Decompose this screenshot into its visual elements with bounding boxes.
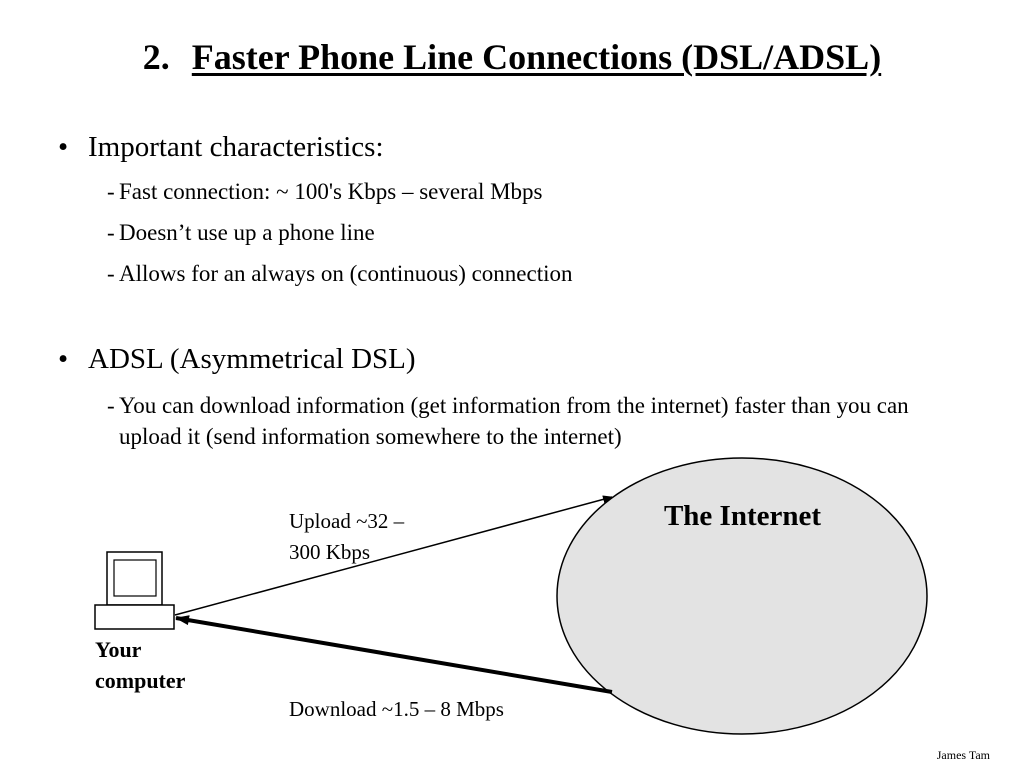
sub-bullet-text: Fast connection: ~ 100's Kbps – several … (119, 179, 543, 204)
sub-bullet-text: Allows for an always on (continuous) con… (119, 261, 573, 286)
computer-label: Your computer (95, 634, 235, 696)
upload-label-line2: 300 Kbps (289, 540, 371, 564)
bullet-important-characteristics: • Important characteristics: (58, 130, 384, 165)
sub-bullet: - Allows for an always on (continuous) c… (107, 258, 987, 289)
sub-bullet: - You can download information (get info… (107, 390, 957, 452)
sub-bullet: - Fast connection: ~ 100's Kbps – severa… (107, 176, 987, 207)
sub-bullet-text: You can download information (get inform… (119, 393, 909, 449)
download-label: Download ~1.5 – 8 Mbps (289, 697, 504, 721)
slide-number: 2. (142, 37, 170, 77)
bullet-dot: • (58, 131, 69, 163)
upload-label-line1: Upload ~32 – (289, 509, 405, 533)
internet-cloud (556, 457, 928, 735)
slide-title: 2. Faster Phone Line Connections (DSL/ADS… (0, 36, 1024, 79)
computer-label-line1: Your (95, 637, 142, 662)
internet-label: The Internet (663, 500, 822, 532)
computer-icon (94, 551, 175, 630)
upload-arrow (174, 495, 613, 616)
dash-marker: - (107, 220, 115, 245)
sub-bullet-text: Doesn’t use up a phone line (119, 220, 375, 245)
download-arrow (175, 615, 613, 694)
bullet-text: Important characteristics: (88, 131, 384, 163)
bullet-adsl: • ADSL (Asymmetrical DSL) (58, 342, 416, 377)
bullet-dot: • (58, 343, 69, 375)
footer-author: James Tam (936, 748, 990, 762)
computer-label-line2: computer (95, 668, 186, 693)
dash-marker: - (107, 261, 115, 286)
upload-label: Upload ~32 – 300 Kbps (289, 506, 404, 568)
dash-marker: - (107, 393, 115, 418)
dash-marker: - (107, 179, 115, 204)
bullet-text: ADSL (Asymmetrical DSL) (88, 343, 416, 375)
sub-bullet: - Doesn’t use up a phone line (107, 217, 987, 248)
slide-title-text: Faster Phone Line Connections (DSL/ADSL) (191, 37, 882, 77)
